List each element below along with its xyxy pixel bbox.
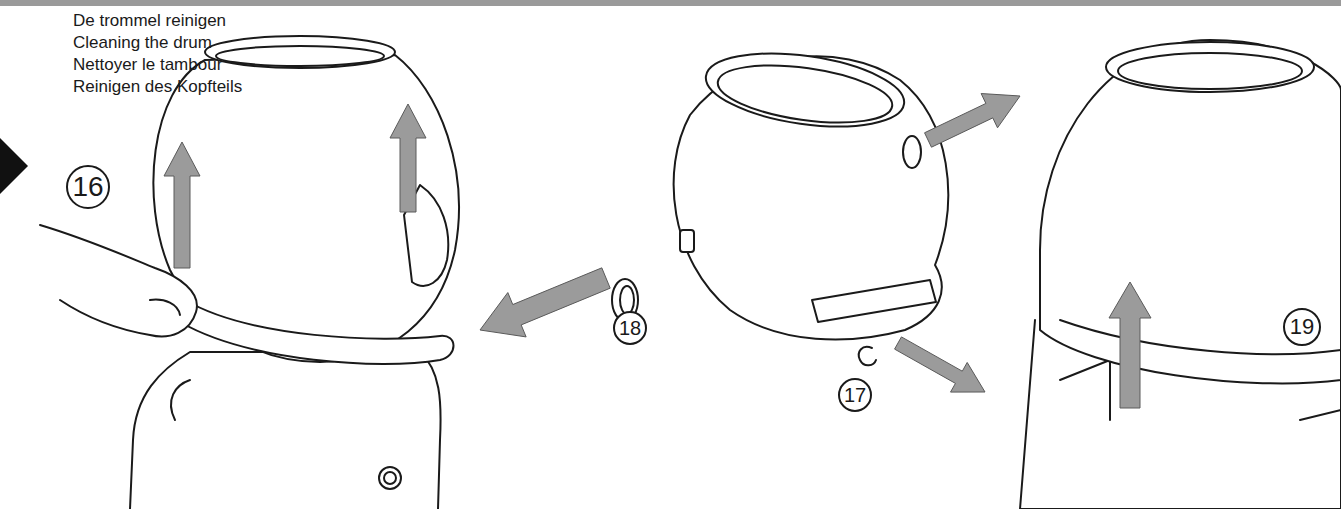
hand [150,300,180,315]
motion-arrow [895,337,985,392]
drum-head [1040,40,1341,383]
heading-text: De trommel reinigen [73,10,226,32]
callout-number: 19 [1283,308,1321,346]
drum-head [674,56,949,339]
motion-arrow [390,104,426,212]
drum-head [1040,40,1341,383]
drum-head [674,42,949,339]
hand [40,185,448,336]
drum-base [384,472,396,484]
drum-head [812,280,936,322]
callout-number: 18 [613,311,647,345]
drum-head [216,46,384,66]
callout-number: 16 [66,165,110,209]
heading-text: Reinigen des Kopfteils [73,76,242,98]
hook [859,347,876,365]
motion-arrow [925,94,1020,148]
seal-ring [620,286,634,314]
drum-head [1106,42,1314,92]
drum-head [714,56,896,132]
motion-arrow [480,268,610,337]
heading-text: Nettoyer le tambour [73,54,222,76]
top-bar [0,0,1341,6]
drum-base [1060,360,1110,420]
drum-head [205,36,395,68]
drum-base [1300,410,1341,420]
drum-head [701,42,909,137]
drum-head [903,136,921,168]
hook [859,347,876,365]
motion-arrow [164,94,1151,408]
page-marker [0,138,28,194]
callout-number: 17 [838,378,872,412]
drum-head [180,300,454,364]
drum-base [130,352,441,509]
drum-base [379,467,401,489]
drum-head [1118,53,1302,89]
heading-text: Cleaning the drum [73,32,212,54]
hand [40,225,197,336]
drum-head [680,230,694,252]
motion-arrow [164,142,200,268]
motion-arrow [1109,282,1151,408]
illustration [40,36,1341,509]
drum-base [171,380,190,420]
drum-base [130,352,441,509]
